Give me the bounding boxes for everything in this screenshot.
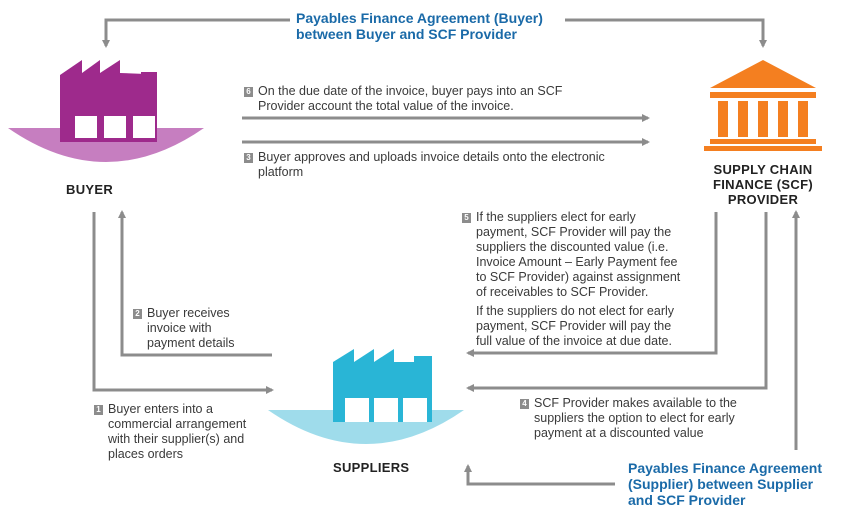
- bottom-agreement-line-1: Payables Finance Agreement: [628, 460, 823, 476]
- step-3-text: 3 Buyer approves and uploads invoice deta…: [244, 150, 605, 180]
- bottom-agreement-line-2: (Supplier) between Supplier: [628, 476, 814, 492]
- step-5-alt-line: If the suppliers do not elect for early: [476, 304, 675, 318]
- arrow-step-1: [92, 212, 274, 394]
- step-6-line: Provider account the total value of the …: [258, 99, 514, 113]
- arrow-step-5: [466, 212, 718, 357]
- step-1-number: 1: [94, 405, 103, 415]
- step-5-line: suppliers the discounted value (i.e.: [476, 240, 669, 254]
- arrow-step-2: [118, 210, 272, 357]
- bottom-agreement-line-3: and SCF Provider: [628, 492, 746, 508]
- arrow-bottom-agreement-to-suppliers: [464, 464, 615, 486]
- buyer-factory-icon: [8, 60, 204, 162]
- step-1-text: 1 Buyer enters into a commercial arrangem…: [94, 402, 246, 462]
- step-1-line: with their supplier(s) and: [108, 432, 245, 446]
- top-agreement-label: Payables Finance Agreement (Buyer) betwe…: [296, 10, 543, 42]
- step-4-line: suppliers the option to elect for early: [534, 411, 735, 425]
- bottom-agreement-label: Payables Finance Agreement (Supplier) be…: [628, 460, 822, 508]
- step-3-line: platform: [258, 165, 304, 179]
- step-4-number: 4: [520, 399, 529, 409]
- step-4-text: 4 SCF Provider makes available to the sup…: [520, 396, 737, 441]
- step-2-number: 2: [133, 309, 142, 319]
- step-1-line: places orders: [108, 447, 184, 461]
- step-5-line: to SCF Provider) against assignment: [476, 270, 681, 284]
- step-6-line: On the due date of the invoice, buyer pa…: [258, 84, 563, 98]
- arrow-to-provider: [565, 18, 767, 48]
- supplier-factory-icon: [268, 349, 464, 444]
- step-5-alt-line: payment, SCF Provider will pay the: [476, 319, 672, 333]
- buyer-label: BUYER: [66, 182, 114, 197]
- step-5-line: If the suppliers elect for early: [476, 210, 636, 224]
- step-6-text: 6 On the due date of the invoice, buyer p…: [244, 84, 562, 114]
- step-5-alt-line: full value of the invoice at due date.: [476, 334, 672, 348]
- step-2-line: payment details: [147, 336, 235, 350]
- step-4-line: SCF Provider makes available to the: [534, 396, 737, 410]
- provider-bank-icon: [704, 60, 822, 151]
- step-5-line: payment, SCF Provider will pay the: [476, 225, 672, 239]
- step-1-line: commercial arrangement: [108, 417, 247, 431]
- step-5-number: 5: [462, 213, 471, 223]
- top-agreement-connector: [102, 18, 767, 48]
- step-2-text: 2 Buyer receives invoice with payment det…: [133, 306, 235, 351]
- provider-label-line-2: FINANCE (SCF): [713, 177, 813, 192]
- provider-label-line-3: PROVIDER: [727, 192, 799, 207]
- step-1-line: Buyer enters into a: [108, 402, 213, 416]
- step-4-line: payment at a discounted value: [534, 426, 704, 440]
- step-5-text: 5 If the suppliers elect for early paymen…: [462, 210, 680, 349]
- step-5-line: Invoice Amount – Early Payment fee: [476, 255, 678, 269]
- step-6-number: 6: [244, 87, 253, 97]
- provider-label-line-1: SUPPLY CHAIN: [713, 162, 813, 177]
- suppliers-label: SUPPLIERS: [333, 460, 410, 475]
- step-2-line: Buyer receives: [147, 306, 230, 320]
- provider-label: SUPPLY CHAIN FINANCE (SCF) PROVIDER: [706, 162, 820, 207]
- step-3-line: Buyer approves and uploads invoice detai…: [258, 150, 605, 164]
- top-agreement-line-2: between Buyer and SCF Provider: [296, 26, 517, 42]
- step-2-line: invoice with: [147, 321, 212, 335]
- arrow-step-4: [466, 212, 768, 392]
- arrow-to-buyer: [102, 18, 290, 48]
- step-3-number: 3: [244, 153, 253, 163]
- step-5-line: of receivables to SCF Provider.: [476, 285, 649, 299]
- top-agreement-line-1: Payables Finance Agreement (Buyer): [296, 10, 543, 26]
